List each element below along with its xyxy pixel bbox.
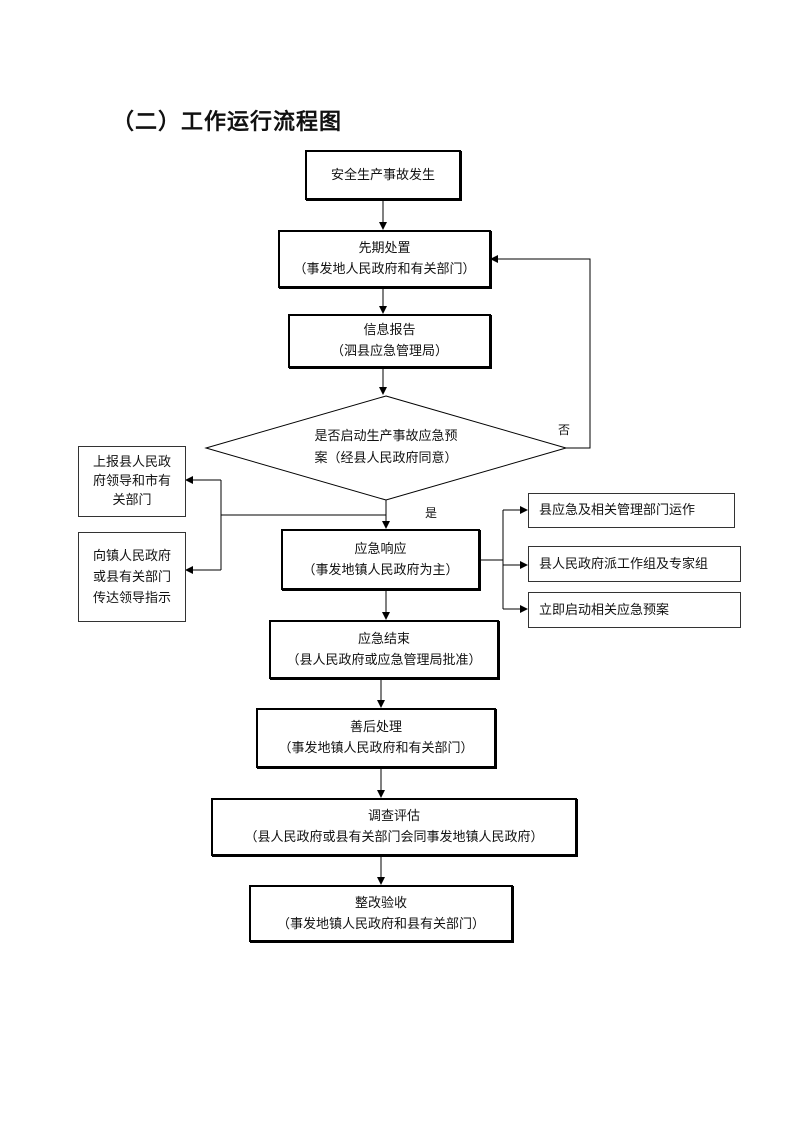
node-accident-title: 安全生产事故发生 bbox=[330, 167, 435, 183]
node-investigation: 调查评估 （县人民政府或县有关部门会同事发地镇人民政府） bbox=[211, 798, 577, 856]
node-initial-title: 先期处置 bbox=[358, 241, 411, 256]
node-emergency-response: 应急响应 （事发地镇人民政府为主） bbox=[281, 529, 480, 590]
node-investigation-subtitle: （县人民政府或县有关部门会同事发地镇人民政府） bbox=[244, 830, 544, 845]
decision-line2: 案（经县人民政府同意） bbox=[314, 451, 458, 466]
node-report-subtitle: （泗县应急管理局） bbox=[330, 344, 448, 359]
node-emergency-end: 应急结束 （县人民政府或应急管理局批准） bbox=[269, 620, 499, 679]
node-aftermath: 善后处理 （事发地镇人民政府和有关部门） bbox=[256, 708, 496, 768]
work-group-text: 县人民政府派工作组及专家组 bbox=[539, 556, 709, 572]
dept-op-text: 县应急及相关管理部门运作 bbox=[539, 503, 696, 518]
decision-line1: 是否启动生产事故应急预 bbox=[314, 429, 458, 444]
notify-line2: 或县有关部门 bbox=[92, 569, 171, 585]
page-title: （二）工作运行流程图 bbox=[112, 110, 343, 135]
decision-diamond bbox=[204, 395, 568, 501]
box-work-group: 县人民政府派工作组及专家组 bbox=[528, 546, 741, 582]
node-response-title: 应急响应 bbox=[354, 541, 407, 557]
node-rectification-subtitle: （事发地镇人民政府和县有关部门） bbox=[276, 916, 485, 932]
arrow-no-loop bbox=[490, 255, 591, 449]
node-report-title: 信息报告 bbox=[363, 323, 416, 338]
report-up-line3: 关部门 bbox=[112, 493, 152, 508]
label-no: 否 bbox=[558, 423, 571, 437]
box-dept-operation: 县应急及相关管理部门运作 bbox=[528, 493, 735, 528]
notify-line1: 向镇人民政府 bbox=[92, 548, 171, 564]
node-end-subtitle: （县人民政府或应急管理局批准） bbox=[286, 652, 482, 668]
node-rectification: 整改验收 （事发地镇人民政府和县有关部门） bbox=[249, 885, 513, 942]
box-plan-start: 立即启动相关应急预案 bbox=[528, 592, 741, 628]
report-up-line2: 府领导和市有 bbox=[92, 474, 171, 489]
node-end-title: 应急结束 bbox=[357, 631, 410, 647]
node-aftermath-subtitle: （事发地镇人民政府和有关部门） bbox=[278, 741, 474, 756]
label-yes: 是 bbox=[425, 506, 438, 520]
report-up-line1: 上报县人民政 bbox=[92, 455, 171, 470]
node-aftermath-title: 善后处理 bbox=[349, 720, 402, 735]
node-accident: 安全生产事故发生 bbox=[305, 150, 461, 200]
node-investigation-title: 调查评估 bbox=[367, 809, 420, 824]
decision-text: 是否启动生产事故应急预 案（经县人民政府同意） bbox=[276, 426, 496, 470]
box-notify: 向镇人民政府 或县有关部门 传达领导指示 bbox=[78, 532, 186, 622]
node-info-report: 信息报告 （泗县应急管理局） bbox=[288, 314, 491, 368]
node-rectification-title: 整改验收 bbox=[354, 895, 407, 911]
node-response-subtitle: （事发地镇人民政府为主） bbox=[302, 562, 459, 578]
plan-start-text: 立即启动相关应急预案 bbox=[539, 602, 670, 618]
notify-line3: 传达领导指示 bbox=[92, 590, 171, 606]
node-initial-response: 先期处置 （事发地人民政府和有关部门） bbox=[278, 230, 491, 288]
node-initial-subtitle: （事发地人民政府和有关部门） bbox=[293, 262, 476, 277]
box-report-up: 上报县人民政 府领导和市有 关部门 bbox=[78, 446, 186, 517]
